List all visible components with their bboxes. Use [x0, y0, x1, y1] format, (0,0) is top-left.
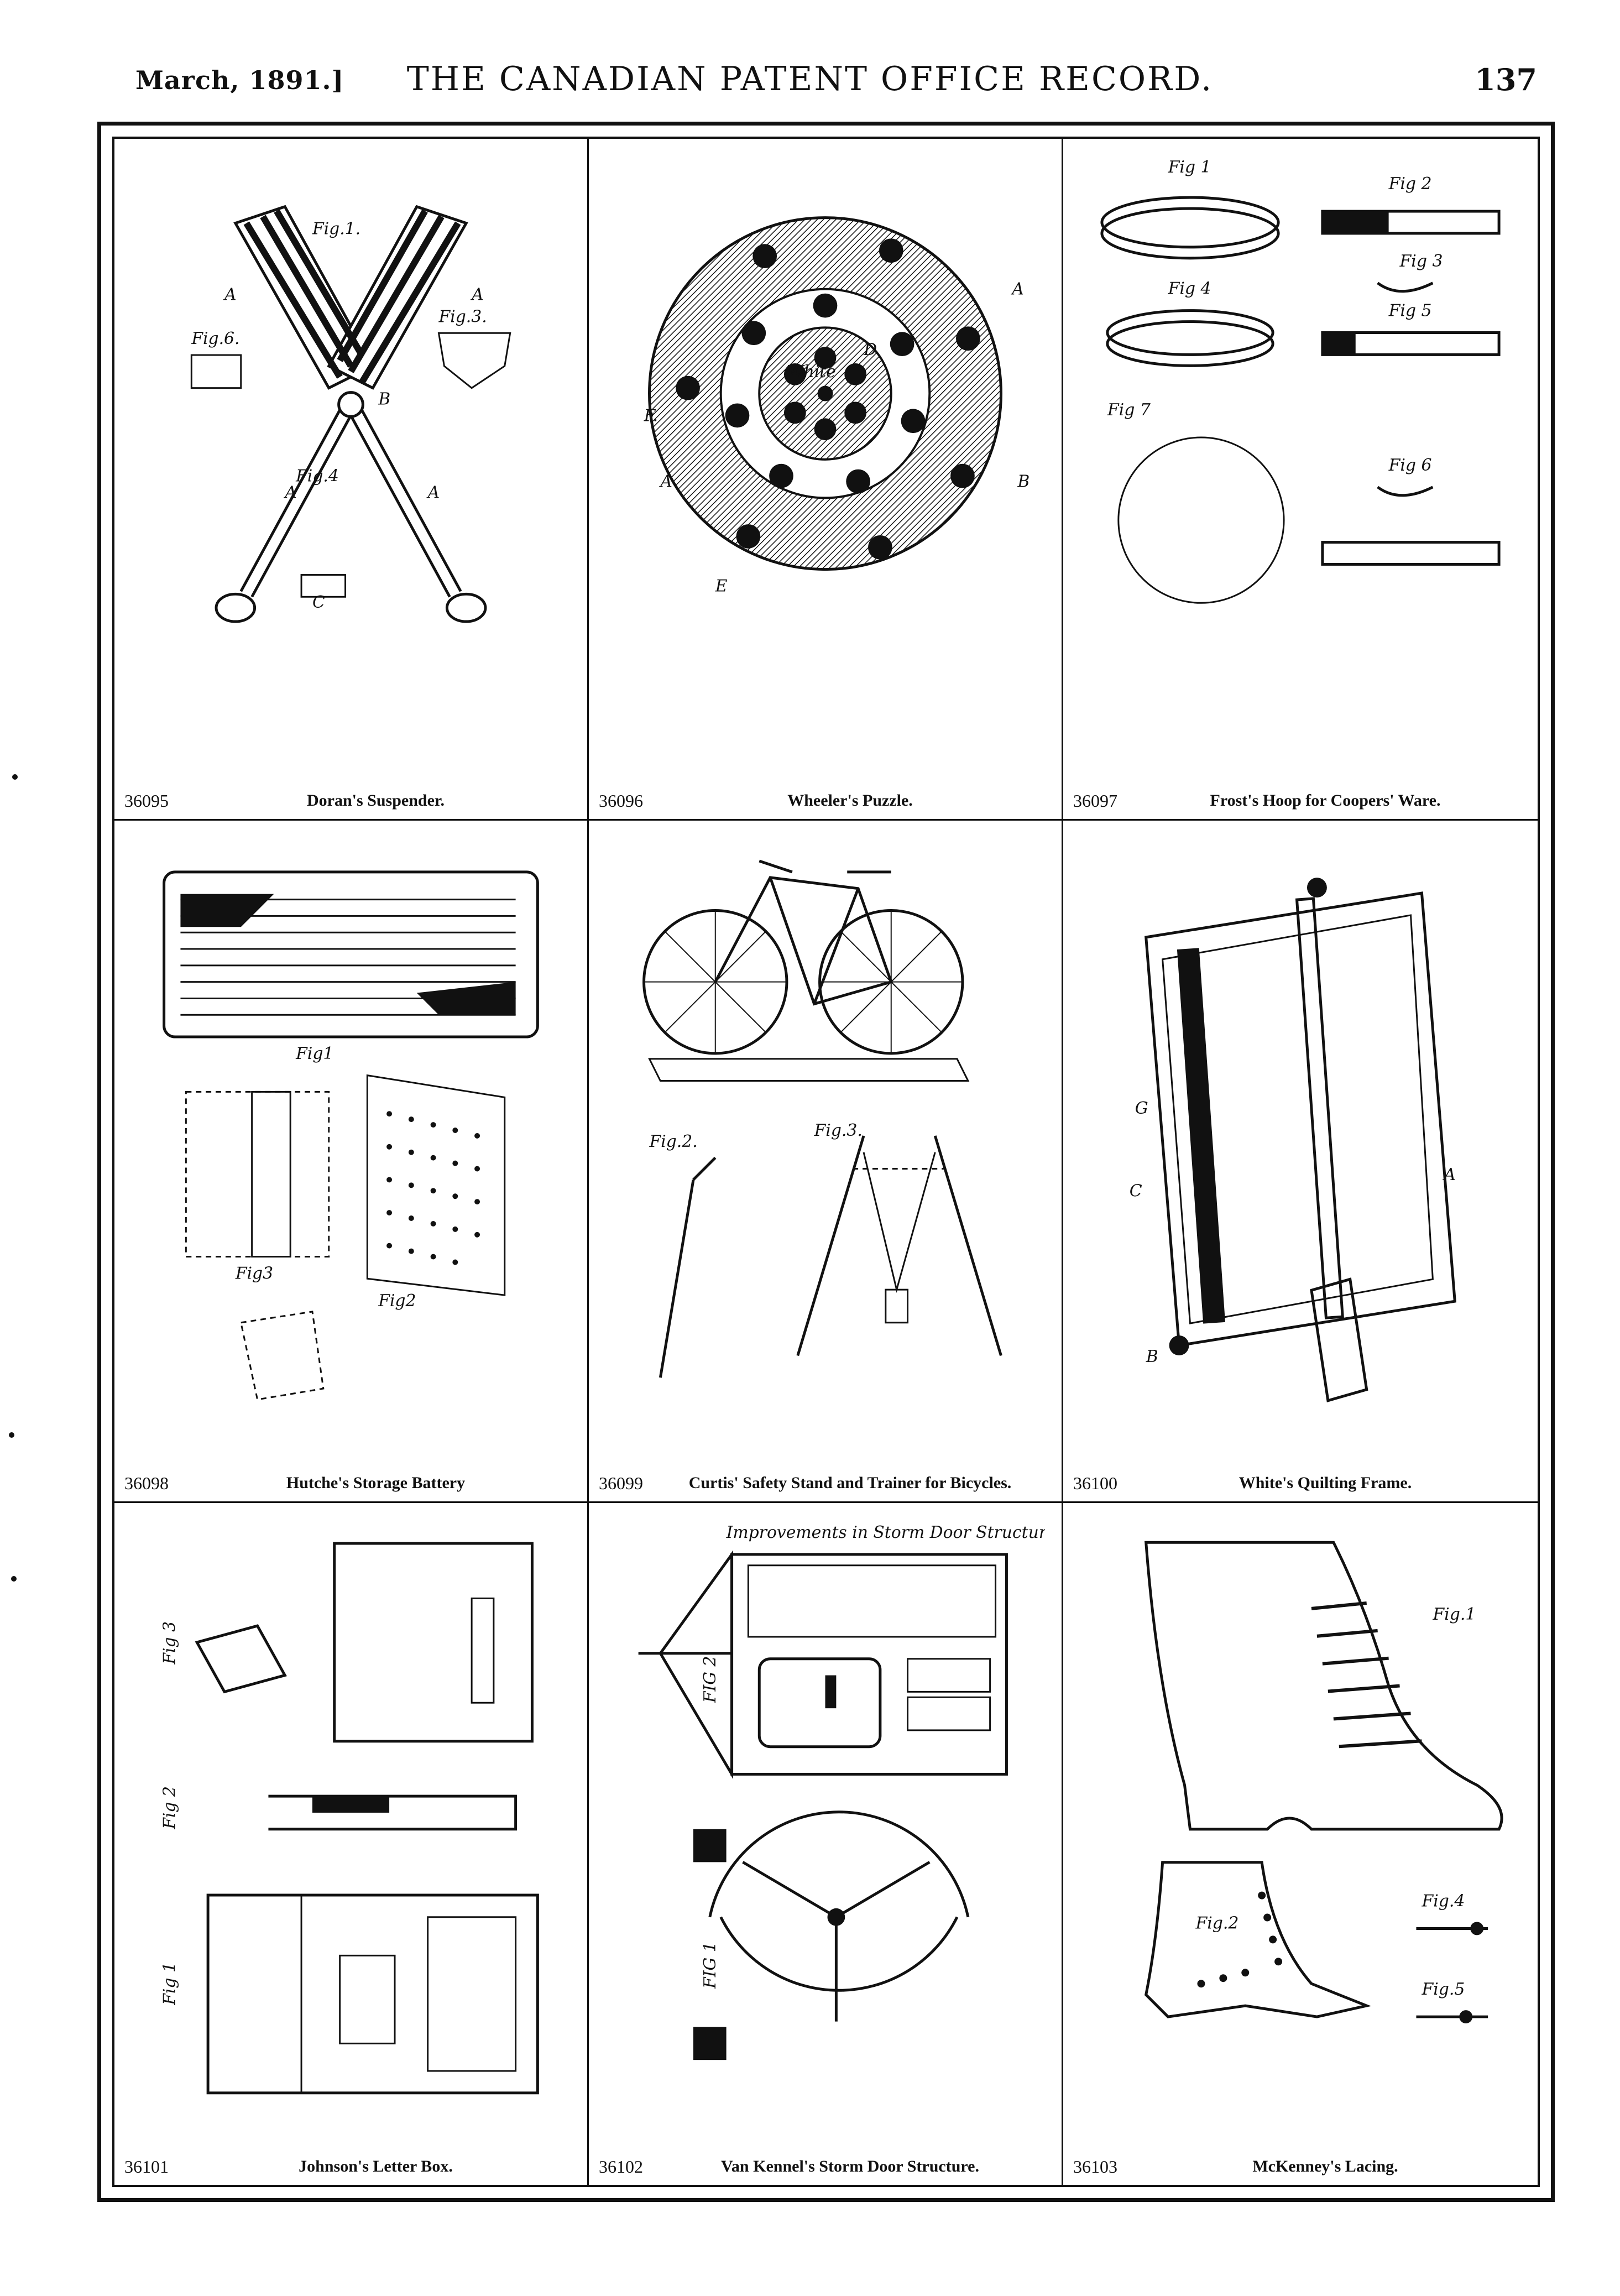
patent-number: 36097: [1073, 791, 1117, 811]
svg-text:Fig 1: Fig 1: [160, 1962, 180, 2006]
svg-text:Fig2: Fig2: [378, 1291, 416, 1311]
patent-title: Wheeler's Puzzle.: [787, 791, 913, 810]
patent-number: 36100: [1073, 1473, 1117, 1493]
patent-cell-36095: Fig.1. Fig.6. Fig.3. Fig.4 A A A A B C 3…: [114, 139, 589, 821]
patent-number: 36103: [1073, 2157, 1117, 2177]
patent-caption: 36103 McKenney's Lacing.: [1073, 2156, 1528, 2177]
patent-number: 36099: [599, 1473, 643, 1493]
svg-text:Fig3: Fig3: [235, 1264, 273, 1283]
page-number: 137: [1475, 62, 1537, 97]
svg-text:E: E: [715, 576, 728, 596]
svg-text:Fig.2.: Fig.2.: [649, 1132, 698, 1151]
svg-text:A: A: [659, 472, 672, 492]
lacing-boot-illustration: Fig.1 Fig.2 Fig.4 Fig.5: [1144, 1541, 1503, 2023]
puzzle-illustration: White A A B D E F.: [644, 216, 1030, 596]
patent-caption: 36097 Frost's Hoop for Coopers' Ware.: [1073, 790, 1528, 811]
patent-cell-36096: White A A B D E F. 36096 Wheeler's Puzzl…: [589, 139, 1063, 821]
patent-cell-36102: Improvements in Storm Door Structure FIG…: [589, 1502, 1063, 2185]
battery-illustration: Fig1 Fig3 Fig2: [163, 870, 539, 1401]
svg-text:White: White: [787, 362, 836, 382]
patent-number: 36095: [124, 791, 169, 811]
svg-text:A: A: [470, 285, 484, 305]
patent-title: McKenney's Lacing.: [1252, 2157, 1398, 2175]
svg-text:C: C: [312, 593, 325, 612]
svg-text:A: A: [283, 483, 297, 502]
issue-date: March, 1891.]: [135, 65, 344, 95]
svg-text:Fig1: Fig1: [295, 1044, 333, 1063]
quilting-frame-illustration: A B C G: [1130, 878, 1456, 1403]
patent-number: 36098: [124, 1473, 169, 1493]
patent-title: Van Kennel's Storm Door Structure.: [721, 2157, 979, 2175]
svg-text:F.: F.: [644, 406, 659, 425]
svg-text:Fig 2: Fig 2: [1388, 174, 1432, 194]
svg-text:C: C: [1130, 1182, 1142, 1201]
svg-text:Fig.4: Fig.4: [1421, 1891, 1465, 1911]
patent-plate-inner-border: Fig.1. Fig.6. Fig.3. Fig.4 A A A A B C 3…: [112, 137, 1540, 2187]
patent-plate-frame: Fig.1. Fig.6. Fig.3. Fig.4 A A A A B C 3…: [97, 122, 1555, 2202]
svg-text:FIG 2: FIG 2: [701, 1656, 720, 1703]
patent-cell-36098: Fig1 Fig3 Fig2 36098 Hutche's Storage Ba…: [114, 821, 589, 1503]
svg-text:G: G: [1135, 1099, 1148, 1118]
patent-title: Doran's Suspender.: [307, 791, 445, 810]
svg-text:Fig 7: Fig 7: [1107, 400, 1151, 420]
margin-speck: [11, 1576, 17, 1582]
svg-text:Fig 6: Fig 6: [1388, 456, 1432, 475]
patent-cell-36099: Fig.2. Fig.3. 36099 Curtis' Safety Stand…: [589, 821, 1063, 1503]
patent-caption: 36098 Hutche's Storage Battery: [124, 1473, 577, 1494]
svg-text:A: A: [426, 483, 440, 502]
svg-text:Fig.3.: Fig.3.: [814, 1121, 863, 1140]
patent-number: 36101: [124, 2157, 169, 2177]
suspender-illustration: Fig.1. Fig.6. Fig.3. Fig.4 A A A A B C: [190, 205, 511, 623]
svg-text:Fig 3: Fig 3: [1399, 252, 1443, 271]
patent-caption: 36102 Van Kennel's Storm Door Structure.: [599, 2156, 1052, 2177]
svg-text:A: A: [1010, 280, 1024, 299]
patent-number: 36102: [599, 2157, 643, 2177]
svg-text:FIG 1: FIG 1: [701, 1942, 720, 1989]
svg-text:Fig 3: Fig 3: [160, 1621, 180, 1665]
patent-caption: 36096 Wheeler's Puzzle.: [599, 790, 1052, 811]
patent-cell-36097: Fig 1 Fig 2 Fig 3 Fig 4 Fig 5 Fig 6 Fig …: [1063, 139, 1538, 821]
margin-speck: [12, 774, 18, 780]
svg-text:Improvements in Storm Door Str: Improvements in Storm Door Structure: [726, 1523, 1045, 1542]
svg-text:Fig.3.: Fig.3.: [438, 307, 487, 326]
svg-text:Fig.1.: Fig.1.: [312, 219, 360, 238]
margin-speck: [9, 1432, 14, 1438]
svg-text:Fig 1: Fig 1: [1168, 158, 1211, 177]
patent-title: Frost's Hoop for Coopers' Ware.: [1210, 791, 1441, 810]
publication-title: THE CANADIAN PATENT OFFICE RECORD.: [406, 60, 1214, 98]
svg-text:B: B: [378, 389, 390, 409]
page-header: March, 1891.] THE CANADIAN PATENT OFFICE…: [0, 0, 1620, 127]
svg-text:A: A: [1442, 1165, 1456, 1184]
patent-title: Hutche's Storage Battery: [286, 1473, 466, 1492]
svg-text:D: D: [863, 340, 877, 359]
svg-text:Fig 4: Fig 4: [1168, 279, 1211, 299]
patent-caption: 36099 Curtis' Safety Stand and Trainer f…: [599, 1473, 1052, 1494]
patent-title: White's Quilting Frame.: [1238, 1473, 1412, 1492]
svg-text:Fig.1: Fig.1: [1432, 1605, 1476, 1624]
bicycle-illustration: Fig.2. Fig.3.: [642, 860, 1002, 1378]
patent-grid: Fig.1. Fig.6. Fig.3. Fig.4 A A A A B C 3…: [114, 139, 1538, 2185]
patent-title: Curtis' Safety Stand and Trainer for Bic…: [688, 1473, 1012, 1492]
patent-caption: 36095 Doran's Suspender.: [124, 790, 577, 811]
svg-text:A: A: [223, 285, 237, 305]
svg-text:B: B: [1146, 1347, 1158, 1366]
letter-box-illustration: Fig 3 Fig 2 Fig 1: [160, 1542, 539, 2094]
svg-text:Fig 2: Fig 2: [160, 1786, 180, 1830]
patent-cell-36101: Fig 3 Fig 2 Fig 1 36101 Johnson's Letter…: [114, 1502, 589, 2185]
storm-door-illustration: Improvements in Storm Door Structure FIG…: [638, 1523, 1045, 2060]
patent-cell-36100: A B C G 36100 White's Quilting Frame.: [1063, 821, 1538, 1503]
patent-title: Johnson's Letter Box.: [299, 2157, 453, 2175]
svg-text:Fig.6.: Fig.6.: [191, 329, 239, 348]
svg-text:Fig.5: Fig.5: [1421, 1980, 1465, 1999]
patent-caption: 36101 Johnson's Letter Box.: [124, 2156, 577, 2177]
patent-number: 36096: [599, 791, 643, 811]
svg-text:Fig.4: Fig.4: [295, 467, 339, 486]
svg-text:Fig.2: Fig.2: [1195, 1913, 1238, 1933]
svg-text:B: B: [1017, 472, 1030, 492]
hoop-illustration: Fig 1 Fig 2 Fig 3 Fig 4 Fig 5 Fig 6 Fig …: [1100, 158, 1501, 604]
patent-cell-36103: Fig.1 Fig.2 Fig.4 Fig.5 36103 McKenney's…: [1063, 1503, 1538, 2185]
svg-text:Fig 5: Fig 5: [1388, 301, 1432, 321]
patent-caption: 36100 White's Quilting Frame.: [1073, 1473, 1528, 1494]
